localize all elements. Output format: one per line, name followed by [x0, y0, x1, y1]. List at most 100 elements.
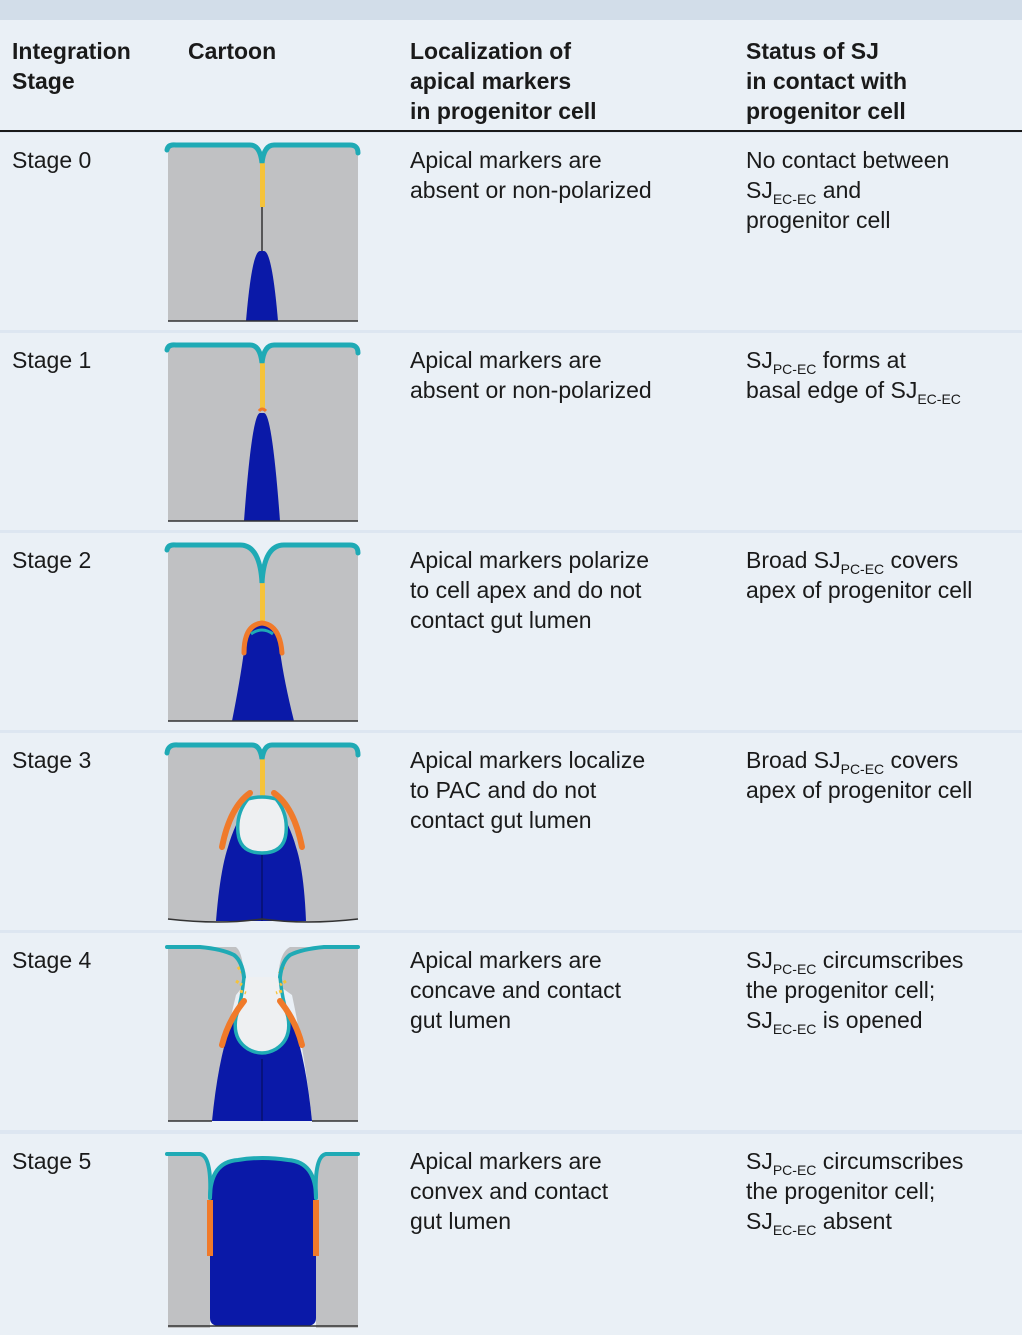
- cartoon-stage-3: [160, 741, 364, 928]
- status-text-segment: Broad SJ: [746, 747, 841, 773]
- status-line: SJEC-EC is opened: [746, 1005, 1016, 1037]
- status-text-segment: basal edge of SJ: [746, 377, 918, 403]
- sj-ec-ec-junction: [260, 363, 265, 409]
- junction-subscript: EC-EC: [917, 391, 961, 407]
- status-text-segment: SJ: [746, 177, 773, 203]
- status-line: basal edge of SJEC-EC: [746, 375, 1016, 407]
- localization-line: to PAC and do not: [410, 777, 597, 803]
- header-cartoon: Cartoon: [188, 38, 277, 64]
- header-localization-line: in progenitor cell: [410, 98, 597, 124]
- junction-subscript: PC-EC: [772, 1162, 817, 1178]
- status-text-segment: absent: [816, 1208, 892, 1234]
- status-text-segment: SJ: [746, 347, 773, 373]
- sj-pc-ec-junction: [277, 998, 305, 1048]
- table-header: Integration Stage Cartoon Localization o…: [0, 20, 1022, 130]
- basal-line: [167, 918, 359, 923]
- status-text-segment: SJ: [746, 1007, 773, 1033]
- table-row-stage-3: Stage 3 Apical markers localize to PAC a…: [0, 733, 1022, 930]
- sj-ec-ec-junction: [260, 759, 265, 801]
- stage-label: Stage 3: [12, 747, 92, 773]
- localization-text: Apical markers are convex and contact gu…: [410, 1146, 720, 1236]
- header-status-line: in contact with: [746, 68, 907, 94]
- status-text-segment: SJ: [746, 1208, 773, 1234]
- sj-pc-ec-junction: [257, 407, 268, 413]
- apical-membrane-right: [278, 945, 360, 979]
- status-text-segment: progenitor cell: [746, 207, 891, 233]
- apical-membrane: [164, 142, 361, 164]
- junction-subscript: PC-EC: [840, 561, 885, 577]
- header-localization: Localization of apical markers in progen…: [410, 36, 597, 126]
- status-line: the progenitor cell;: [746, 975, 1016, 1005]
- localization-line: Apical markers are: [410, 947, 602, 973]
- status-line: SJPC-EC forms at: [746, 345, 1016, 377]
- progenitor-cell: [210, 1158, 316, 1326]
- localization-line: to cell apex and do not: [410, 577, 642, 603]
- apical-marker-cap: [250, 628, 274, 636]
- status-line: progenitor cell: [746, 205, 1016, 235]
- status-line: apex of progenitor cell: [746, 775, 1016, 805]
- localization-line: Apical markers are: [410, 1148, 602, 1174]
- table-row-stage-2: Stage 2 Apical markers polarize to cell …: [0, 533, 1022, 730]
- stage-label: Stage 0: [12, 147, 92, 173]
- cartoon-svg: [164, 542, 361, 722]
- localization-text: Apical markers are absent or non-polariz…: [410, 145, 720, 205]
- status-text-segment: SJ: [746, 947, 773, 973]
- junction-subscript: PC-EC: [772, 361, 817, 377]
- status-line: Broad SJPC-EC covers: [746, 745, 1016, 776]
- cartoon-stage-5: [160, 1142, 364, 1333]
- progenitor-cell: [232, 623, 294, 721]
- status-text-segment: SJ: [746, 1148, 773, 1174]
- sj-pc-ec-junction: [241, 620, 285, 656]
- progenitor-cell: [244, 413, 280, 521]
- status-text-segment: No contact between: [746, 147, 950, 173]
- sj-ec-ec-junction: [260, 583, 265, 623]
- header-localization-line: apical markers: [410, 68, 572, 94]
- pre-assembled-apical-compartment: [235, 795, 289, 855]
- apical-marker-convex: [208, 1156, 318, 1199]
- status-line: the progenitor cell;: [746, 1176, 1016, 1206]
- status-text-segment: covers: [884, 747, 959, 773]
- status-text-segment: circumscribes: [816, 1148, 964, 1174]
- localization-text: Apical markers are absent or non-polariz…: [410, 345, 720, 405]
- localization-line: Apical markers polarize: [410, 547, 650, 573]
- top-band: [0, 0, 1022, 20]
- header-status: Status of SJ in contact with progenitor …: [746, 36, 907, 126]
- enterocyte-cell-left: [168, 947, 244, 1121]
- localization-text: Apical markers polarize to cell apex and…: [410, 545, 720, 635]
- status-text-segment: forms at: [816, 347, 906, 373]
- localization-line: absent or non-polarized: [410, 377, 652, 403]
- apical-membrane: [164, 742, 361, 760]
- header-stage-line: Stage: [12, 68, 75, 94]
- table-row-stage-4: Stage 4 Apical markers are concave and c…: [0, 933, 1022, 1130]
- sj-pc-ec-junction: [219, 790, 253, 850]
- cartoon-svg: [164, 342, 361, 522]
- status-text-segment: the progenitor cell;: [746, 1178, 936, 1204]
- sj-ec-ec-junction: [260, 163, 265, 207]
- stage-label: Stage 1: [12, 347, 92, 373]
- cartoon-stage-1: [160, 341, 364, 528]
- status-line: SJEC-EC absent: [746, 1206, 1016, 1237]
- sj-pc-ec-junction: [219, 998, 247, 1048]
- header-stage: Integration Stage: [12, 36, 131, 96]
- cartoon-svg: [165, 945, 360, 1122]
- localization-line: gut lumen: [410, 1208, 512, 1234]
- junction-subscript: PC-EC: [772, 961, 817, 977]
- header-status-line: progenitor cell: [746, 98, 906, 124]
- apical-membrane: [164, 342, 361, 364]
- header-status-line: Status of SJ: [746, 38, 879, 64]
- localization-text: Apical markers are concave and contact g…: [410, 945, 720, 1035]
- localization-line: absent or non-polarized: [410, 177, 652, 203]
- junction-subscript: EC-EC: [772, 1021, 817, 1037]
- cartoon-stage-0: [160, 141, 364, 328]
- stage-label: Stage 4: [12, 947, 92, 973]
- status-text-segment: and: [816, 177, 862, 203]
- status-text-segment: Broad SJ: [746, 547, 841, 573]
- table-row-stage-5: Stage 5 Apical markers are convex and co…: [0, 1134, 1022, 1335]
- cartoon-svg: [164, 742, 361, 923]
